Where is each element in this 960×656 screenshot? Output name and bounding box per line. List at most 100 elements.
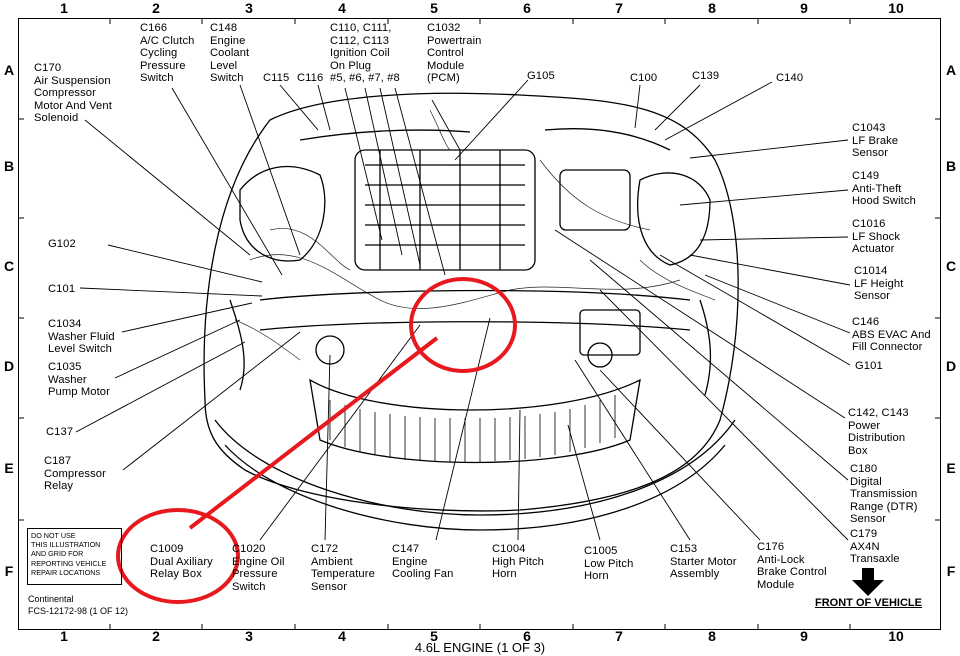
label-line: G105	[527, 70, 555, 82]
grid-column-8: 8	[708, 0, 716, 16]
label-line: Assembly	[670, 568, 720, 580]
label-line: AND GRID FOR	[31, 549, 84, 559]
label-line: Digital	[850, 475, 882, 488]
label-line: Ambient	[311, 555, 353, 568]
label-line: C1016	[852, 218, 886, 230]
label-line: G101	[855, 360, 883, 372]
grid-column-8: 8	[708, 628, 716, 644]
label-line: C100	[630, 72, 658, 84]
label-line: Brake Control	[757, 566, 827, 578]
grid-column-10: 10	[888, 628, 904, 644]
label-line: High Pitch	[492, 555, 544, 568]
label-line: Relay	[44, 480, 74, 492]
label-line: Solenoid	[34, 112, 79, 124]
label-line: Anti-Theft	[852, 182, 902, 195]
label-line: LF Shock	[852, 230, 901, 243]
label-line: Pressure	[140, 59, 186, 72]
label-line: Distribution	[848, 432, 906, 444]
grid-column-4: 4	[338, 0, 346, 16]
label-line: C1014	[854, 265, 888, 277]
label-line: C166	[140, 22, 168, 34]
label-g105: G105	[527, 70, 555, 83]
grid-column-7: 7	[615, 628, 623, 644]
grid-column-1: 1	[60, 0, 68, 16]
label-line: Level	[210, 59, 238, 72]
label-line: Ignition Coil	[330, 47, 390, 59]
grid-row-A: A	[945, 62, 957, 78]
grid-column-10: 10	[888, 0, 904, 16]
grid-row-E: E	[4, 460, 14, 476]
label-line: DO NOT USE	[31, 531, 76, 540]
label-line: Transaxle	[850, 553, 900, 565]
label-line: Engine	[392, 555, 428, 568]
grid-row-D: D	[3, 358, 15, 374]
label-line: Air Suspension	[34, 74, 111, 87]
label-line: Horn	[492, 568, 517, 580]
grid-row-E: E	[946, 460, 956, 476]
label-line: Low Pitch	[584, 557, 634, 570]
grid-column-3: 3	[245, 0, 253, 16]
label-line: C147	[392, 543, 420, 555]
label-line: Washer	[48, 373, 87, 386]
grid-column-3: 3	[245, 628, 253, 644]
label-line: Switch	[140, 72, 174, 84]
label-line: Anti-Lock	[757, 553, 805, 566]
label-line: C1004	[492, 543, 526, 555]
label-line: A/C Clutch	[140, 34, 195, 47]
grid-column-7: 7	[615, 0, 623, 16]
grid-column-9: 9	[800, 628, 808, 644]
front-of-vehicle-label: FRONT OF VEHICLE	[815, 597, 922, 609]
footer-code: FCS-12172-98 (1 OF 12)	[28, 606, 129, 616]
label-g101: G101	[855, 360, 883, 373]
grid-row-F: F	[4, 563, 14, 579]
grid-column-6: 6	[523, 0, 531, 16]
label-c137: C137	[46, 426, 73, 439]
label-line: C146	[852, 316, 880, 328]
label-line: Relay Box	[150, 568, 202, 580]
grid-row-C: C	[3, 258, 15, 274]
label-line: (PCM)	[427, 72, 460, 84]
label-line: Range (DTR)	[850, 500, 918, 513]
label-line: Powertrain	[427, 34, 482, 47]
label-line: C170	[34, 62, 62, 74]
label-line: Transmission	[850, 488, 918, 500]
grid-column-2: 2	[152, 0, 160, 16]
grid-column-1: 1	[60, 628, 68, 644]
label-c100: C100	[630, 72, 657, 85]
label-line: Engine Oil	[232, 555, 285, 568]
label-line: C115	[263, 72, 290, 84]
label-line: Pressure	[232, 568, 278, 580]
label-line: C137	[46, 426, 74, 438]
label-c140: C140	[776, 72, 803, 85]
label-line: C180	[850, 463, 878, 475]
label-line: C172	[311, 543, 339, 555]
grid-row-F: F	[946, 563, 956, 579]
label-line: Dual Axiliary	[150, 555, 213, 568]
label-line: Starter Motor	[670, 555, 737, 568]
label-line: C176	[757, 541, 785, 553]
page-title: 4.6L ENGINE (1 OF 3)	[414, 640, 546, 655]
label-line: C1032	[427, 22, 461, 34]
label-line: Switch	[210, 72, 244, 84]
label-line: G102	[48, 238, 76, 250]
label-line: C148	[210, 22, 238, 34]
label-line: Sensor	[854, 290, 891, 302]
label-line: C1043	[852, 122, 886, 134]
label-line: THIS ILLUSTRATION	[31, 540, 101, 550]
label-line: ABS EVAC And	[852, 328, 931, 341]
label-line: Level Switch	[48, 343, 113, 355]
label-line: C112, C113	[330, 34, 390, 47]
